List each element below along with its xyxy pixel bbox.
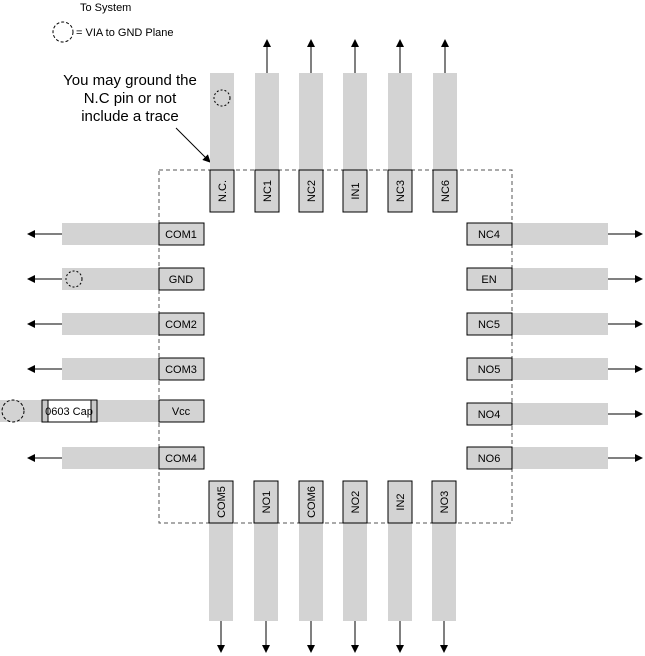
pad-label-no6: NO6: [478, 453, 501, 465]
capacitor-label: 0603 Cap: [45, 406, 93, 418]
pad-no6: NO6: [466, 446, 513, 470]
note-line-3: include a trace: [81, 108, 179, 125]
pad-nc6: NC6: [432, 169, 458, 213]
pad-com1: COM1: [158, 222, 205, 246]
pad-vcc: Vcc: [158, 399, 205, 423]
capacitor-pad-left: [41, 399, 49, 423]
pad-label-com3: COM3: [165, 364, 197, 376]
pad-label-en: EN: [481, 274, 496, 286]
pad-nc: N.C.: [209, 169, 235, 213]
pad-label-no3: NO3: [439, 491, 451, 514]
pad-nc3: NC3: [387, 169, 413, 213]
trace-no3: [432, 510, 456, 621]
pad-en: EN: [466, 267, 513, 291]
trace-in2: [388, 510, 412, 621]
pad-label-vcc: Vcc: [172, 406, 191, 418]
pad-label-no1: NO1: [261, 491, 273, 514]
trace-nc1: [255, 73, 279, 183]
trace-nc2: [299, 73, 323, 183]
pad-label-nc4: NC4: [478, 229, 500, 241]
pad-label-com5: COM5: [216, 486, 228, 518]
trace-com3: [62, 358, 172, 380]
trace-no2: [343, 510, 367, 621]
pad-in2: IN2: [387, 480, 413, 524]
pad-label-nc5: NC5: [478, 319, 500, 331]
pad-label-no2: NO2: [350, 491, 362, 514]
trace-nc: [210, 73, 234, 183]
trace-no6: [500, 447, 608, 469]
trace-com1: [62, 223, 172, 245]
pad-label-nc1: NC1: [262, 180, 274, 202]
trace-no5: [500, 358, 608, 380]
pad-label-in1: IN1: [350, 182, 362, 199]
pad-in1: IN1: [342, 169, 368, 213]
trace-en: [500, 268, 608, 290]
pad-gnd: GND: [158, 267, 205, 291]
pad-com5: COM5: [208, 480, 234, 524]
trace-com5: [209, 510, 233, 621]
pad-nc2: NC2: [298, 169, 324, 213]
pad-label-com2: COM2: [165, 319, 197, 331]
pad-label-gnd: GND: [169, 274, 194, 286]
trace-nc5: [500, 313, 608, 335]
pad-label-nc: N.C.: [217, 180, 229, 202]
pad-com6: COM6: [298, 480, 324, 524]
trace-in1: [343, 73, 367, 183]
via-nc-icon: [213, 89, 231, 107]
trace-nc4: [500, 223, 608, 245]
pad-com3: COM3: [158, 357, 205, 381]
trace-gnd: [62, 268, 172, 290]
pad-nc1: NC1: [254, 169, 280, 213]
note-line-2: N.C pin or not: [84, 90, 177, 107]
pad-no1: NO1: [253, 480, 279, 524]
trace-nc3: [388, 73, 412, 183]
trace-com2: [62, 313, 172, 335]
pad-no5: NO5: [466, 357, 513, 381]
pad-nc4: NC4: [466, 222, 513, 246]
trace-nc6: [433, 73, 457, 183]
via-legend-text: = VIA to GND Plane: [76, 27, 174, 39]
pad-label-com4: COM4: [165, 453, 197, 465]
pad-label-no5: NO5: [478, 364, 501, 376]
pad-label-com6: COM6: [306, 486, 318, 518]
via-gnd-icon: [65, 270, 83, 288]
pad-label-nc3: NC3: [395, 180, 407, 202]
package-outline: [158, 169, 513, 524]
note-arrow: [175, 127, 211, 163]
trace-com4: [62, 447, 172, 469]
pad-com2: COM2: [158, 312, 205, 336]
pad-label-nc2: NC2: [306, 180, 318, 202]
note-line-1: You may ground the: [63, 72, 197, 89]
capacitor-pad-right: [90, 399, 98, 423]
legend-top-text: To System: [80, 2, 131, 14]
pad-label-nc6: NC6: [440, 180, 452, 202]
pad-no4: NO4: [466, 402, 513, 426]
pad-label-no4: NO4: [478, 409, 501, 421]
pad-label-in2: IN2: [395, 493, 407, 510]
pad-com4: COM4: [158, 446, 205, 470]
pad-label-com1: COM1: [165, 229, 197, 241]
trace-no1: [254, 510, 278, 621]
pad-no3: NO3: [431, 480, 457, 524]
via-legend-icon: [52, 21, 74, 43]
trace-no4: [500, 403, 608, 425]
pad-nc5: NC5: [466, 312, 513, 336]
pad-no2: NO2: [342, 480, 368, 524]
trace-com6: [299, 510, 323, 621]
via-vcc-icon: [1, 399, 25, 423]
